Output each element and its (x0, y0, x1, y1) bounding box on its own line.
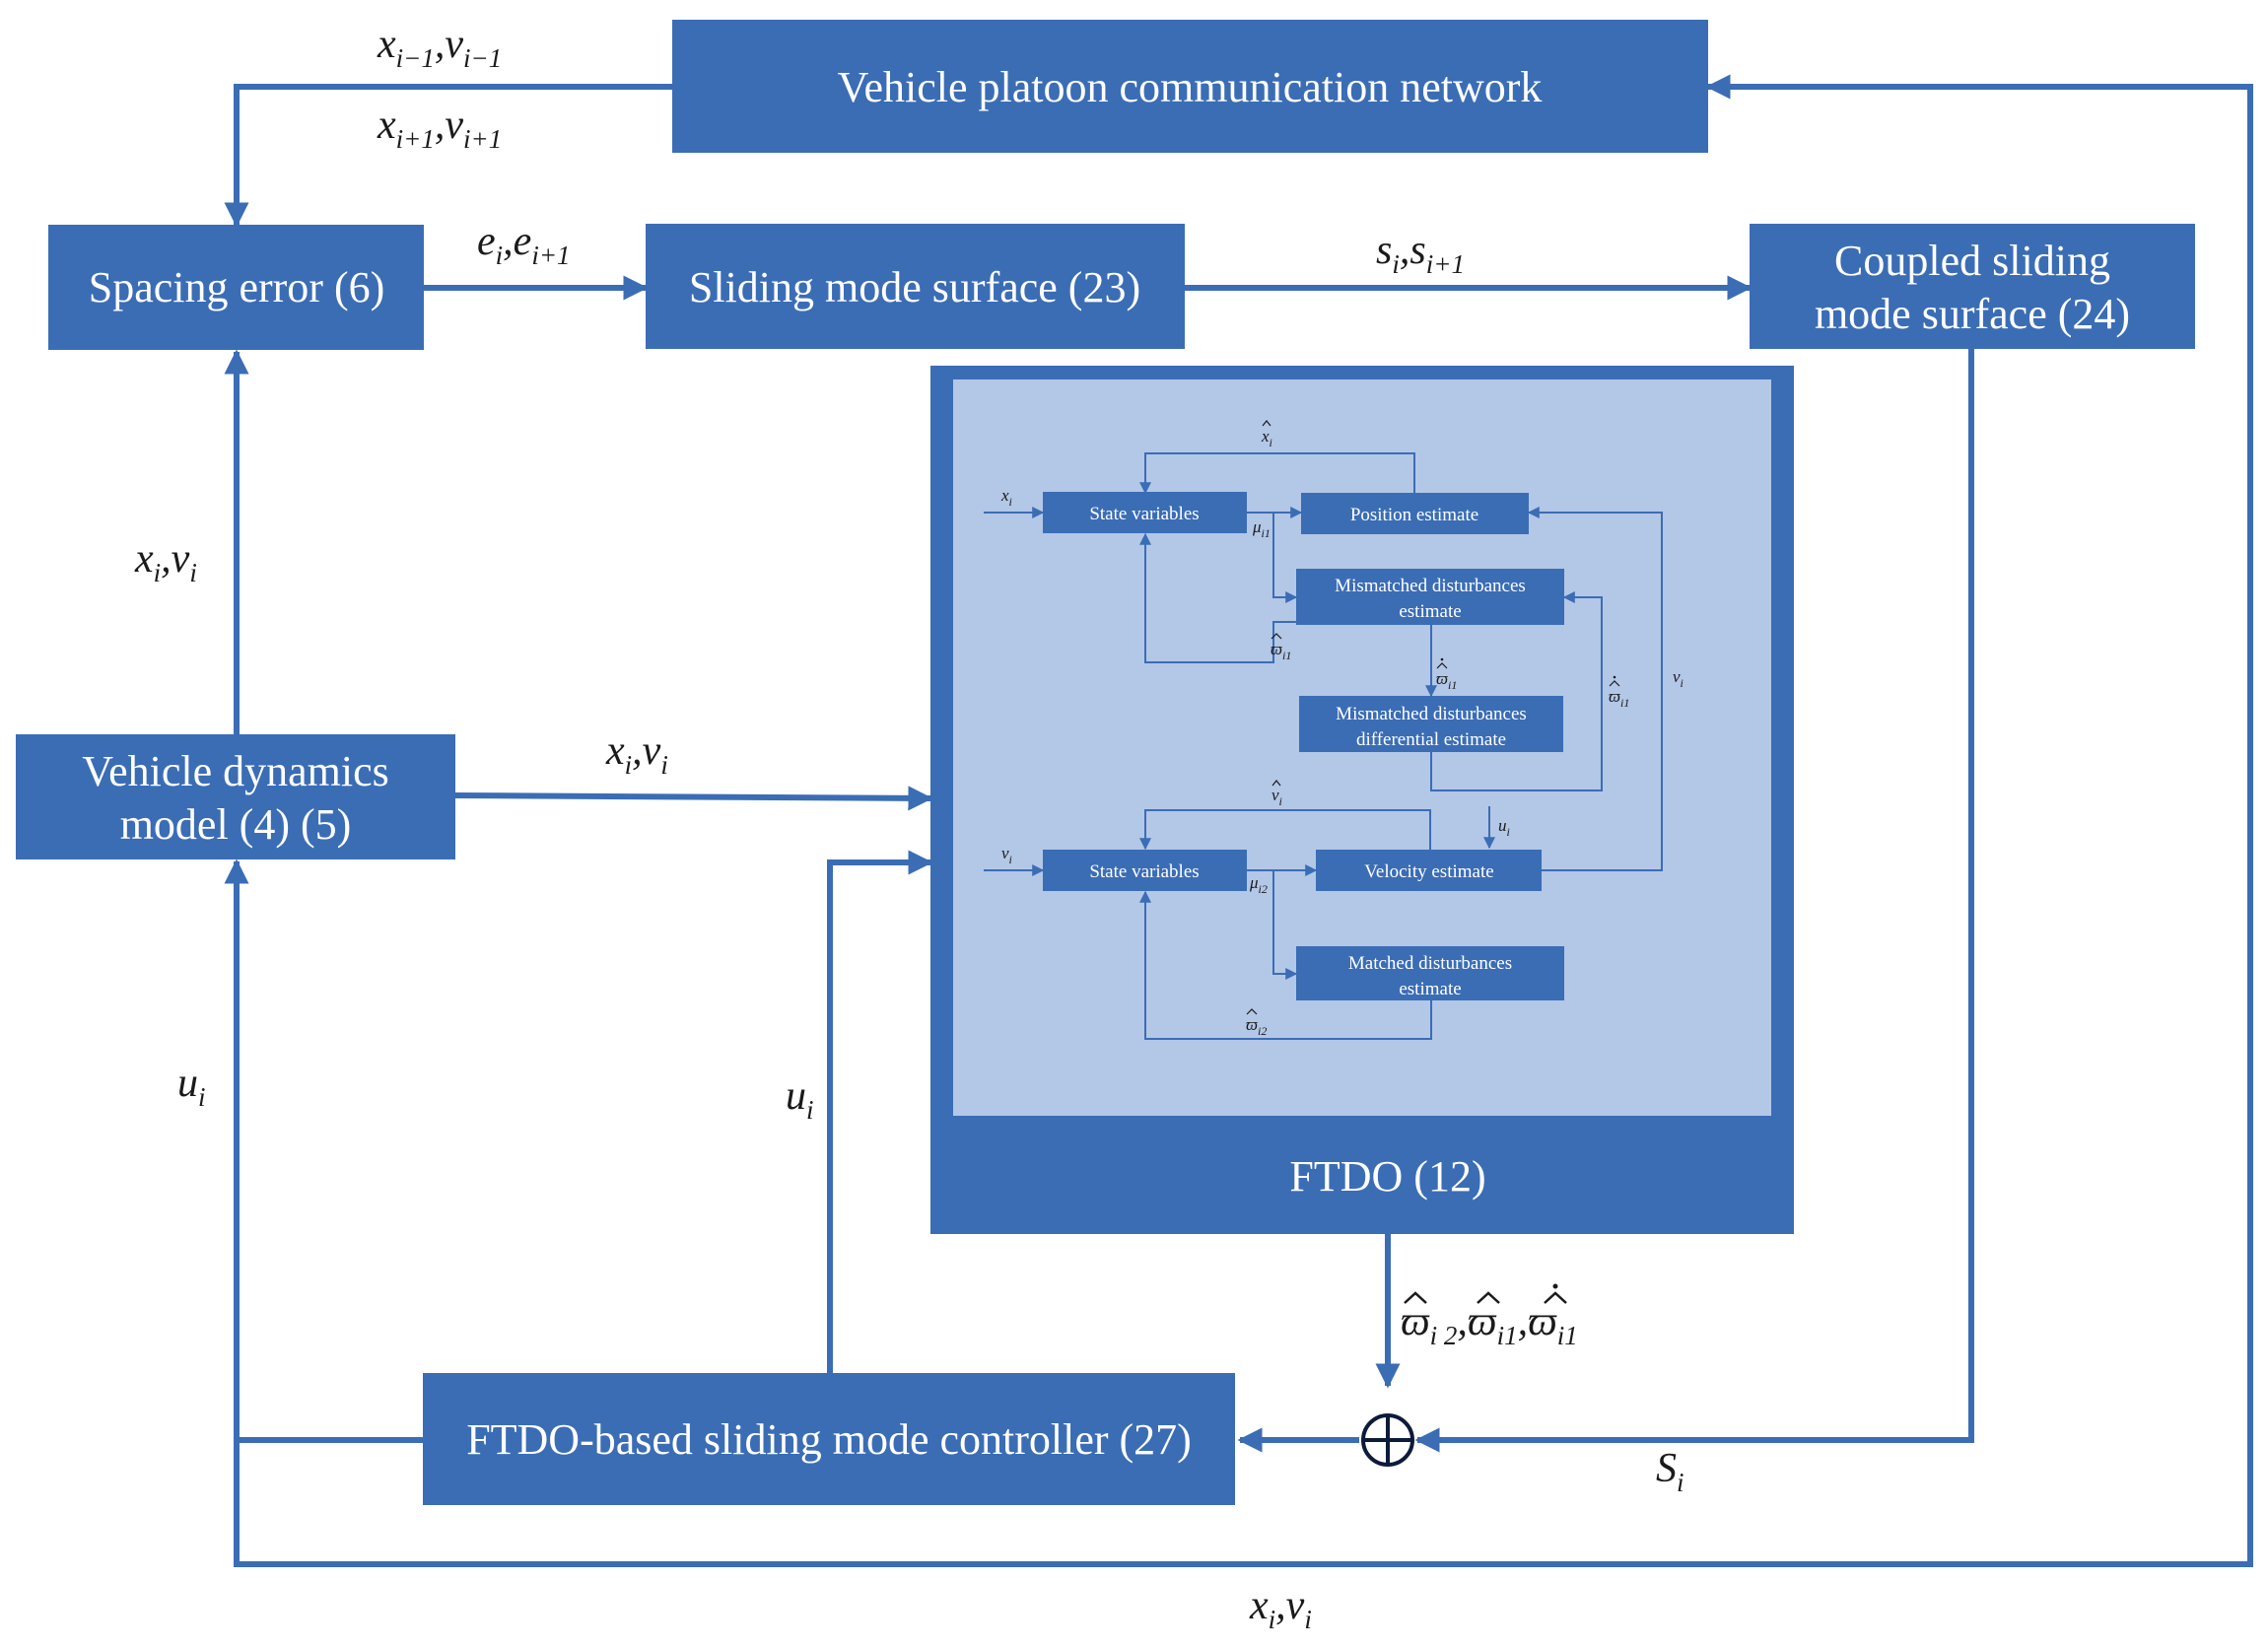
signal-label-disturbance-estimates: ϖi 2,ϖi1,ϖi1 (1401, 1283, 1578, 1350)
inner-label-omega2: ϖi2 (1246, 1015, 1267, 1038)
vehicle-dynamics-label-1: Vehicle dynamics (82, 747, 389, 795)
inner-position-feedback-arrow (1139, 452, 1415, 495)
matched-estimate-box: Matched disturbances estimate (1296, 946, 1564, 1000)
inner-velocity-to-position-arrow (1527, 507, 1663, 871)
inner-velocity-feedback-arrow (1139, 809, 1431, 851)
signal-label-state-bottom: xi,vi (1249, 1583, 1312, 1634)
dynamics-to-ftdo-arrow (454, 786, 933, 811)
signal-label-state-ftdo: xi,vi (605, 728, 668, 780)
mismatched-estimate-label-1: Mismatched disturbances (1335, 576, 1526, 596)
summing-junction (1361, 1413, 1414, 1467)
controller-label: FTDO-based sliding mode controller (27) (466, 1415, 1192, 1464)
network-to-spacing-arrow (224, 84, 672, 228)
matched-estimate-label-1: Matched disturbances (1348, 953, 1512, 974)
state-variables-2-box: State variables (1043, 850, 1247, 891)
state-variables-1-label: State variables (1089, 504, 1199, 524)
inner-label-ui: ui (1498, 816, 1510, 839)
mismatched-diff-label-2: differential estimate (1356, 729, 1506, 750)
position-estimate-label: Position estimate (1350, 505, 1478, 525)
ftdo-inner-blocks: State variables Position estimate Mismat… (1043, 492, 1564, 1000)
signal-label-prev: xi−1,vi−1 (377, 22, 502, 73)
ftdo-inner-connections (984, 452, 1663, 1040)
coupled-surface-label-2: mode surface (24) (1815, 290, 2130, 338)
matched-estimate-label-2: estimate (1399, 979, 1461, 999)
coupled-to-sum-arrow (1414, 348, 1974, 1453)
mismatched-diff-label-1: Mismatched disturbances (1336, 704, 1527, 724)
velocity-estimate-label: Velocity estimate (1364, 861, 1493, 882)
signal-label-next: xi+1,vi+1 (377, 103, 502, 154)
inner-to-mismatched-arrow (1272, 513, 1298, 603)
inner-label-vi: vi (1001, 844, 1012, 866)
sliding-surface-block: Sliding mode surface (23) (646, 224, 1185, 349)
signal-label-control-mid: ui (786, 1073, 814, 1125)
sliding-surface-label: Sliding mode surface (23) (689, 263, 1140, 311)
spacing-error-block: Spacing error (6) (48, 225, 424, 350)
signal-label-control-left: ui (177, 1061, 206, 1112)
inner-label-omega1: ϖi1 (1271, 640, 1291, 662)
inner-label-omega1-right: ϖi1 (1609, 687, 1629, 710)
spacing-error-label: Spacing error (6) (89, 263, 385, 311)
inner-label-omega1-dot: ϖi1 (1436, 669, 1457, 692)
position-estimate-box: Position estimate (1301, 493, 1529, 534)
controller-block: FTDO-based sliding mode controller (27) (423, 1373, 1235, 1505)
inner-label-xi: xi (1000, 486, 1012, 509)
vehicle-dynamics-label-2: model (4) (5) (120, 800, 352, 849)
feedback-loop-arrow (234, 74, 2253, 1567)
signal-label-coupled: Si (1656, 1446, 1684, 1497)
coupled-surface-label-1: Coupled sliding (1834, 237, 2110, 285)
mismatched-diff-box: Mismatched disturbances differential est… (1299, 696, 1563, 752)
velocity-estimate-box: Velocity estimate (1316, 850, 1542, 891)
state-variables-2-label: State variables (1089, 861, 1199, 882)
controller-to-ftdo-arrow (827, 850, 933, 1373)
inner-label-mu1: μi1 (1252, 517, 1271, 540)
inner-label-mu2: μi2 (1249, 873, 1268, 896)
state-variables-1-box: State variables (1043, 492, 1247, 533)
inner-mismatched-feedback-arrow (1139, 532, 1296, 663)
mismatched-estimate-box: Mismatched disturbances estimate (1296, 569, 1564, 625)
inner-matched-feedback-arrow (1139, 890, 1432, 1040)
ftdo-label: FTDO (12) (1289, 1152, 1485, 1201)
network-block: Vehicle platoon communication network (672, 20, 1708, 153)
inner-label-vi-right: vi (1673, 667, 1684, 690)
inner-diff-feedback-arrow (1430, 591, 1603, 791)
mismatched-estimate-label-2: estimate (1399, 601, 1461, 622)
coupled-surface-block: Coupled sliding mode surface (24) (1750, 224, 2195, 349)
signal-label-surface: si,si+1 (1376, 228, 1465, 279)
svg-text:ϖi 2,ϖi1,ϖi1: ϖi 2,ϖi1,ϖi1 (1401, 1299, 1578, 1350)
inner-to-matched-arrow (1272, 870, 1298, 980)
vehicle-dynamics-block: Vehicle dynamics model (4) (5) (16, 734, 455, 859)
signal-label-state-left: xi,vi (134, 536, 197, 587)
inner-label-vhat: vi (1271, 786, 1282, 808)
signal-label-error: ei,ei+1 (477, 219, 571, 270)
controller-to-dynamics-arrow (224, 859, 423, 1443)
inner-label-xhat: xi (1261, 427, 1272, 449)
network-label: Vehicle platoon communication network (838, 63, 1543, 111)
